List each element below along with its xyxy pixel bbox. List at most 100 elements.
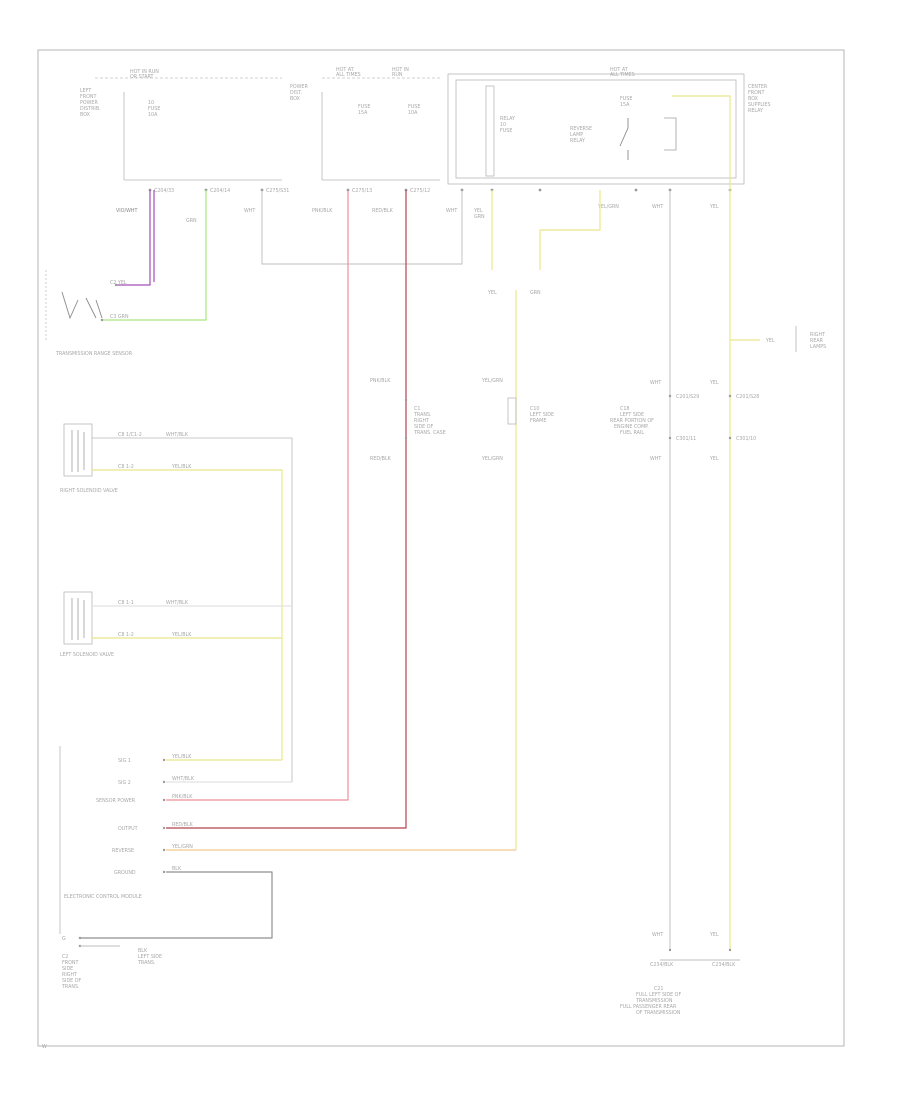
svg-text:C8 1-1: C8 1-1 <box>118 600 134 606</box>
svg-text:WHT/BLK: WHT/BLK <box>166 600 189 606</box>
svg-text:C2: C2 <box>62 954 68 960</box>
svg-text:YEL: YEL <box>487 290 497 296</box>
svg-text:C1: C1 <box>414 406 420 412</box>
svg-text:SUPPLIES: SUPPLIES <box>748 102 771 108</box>
svg-text:HOT AT: HOT AT <box>610 67 628 73</box>
svg-text:WHT: WHT <box>650 456 661 462</box>
svg-text:YEL/GRN: YEL/GRN <box>597 204 619 210</box>
terminal-sig1: SIG 1 <box>118 758 131 764</box>
svg-text:HOT IN RUN: HOT IN RUN <box>130 69 159 75</box>
svg-text:C201/S29: C201/S29 <box>676 394 699 400</box>
wire-violet <box>116 190 151 286</box>
svg-text:C204/14: C204/14 <box>210 188 230 194</box>
svg-text:DIST.: DIST. <box>290 90 302 96</box>
svg-text:C10: C10 <box>530 406 539 412</box>
svg-text:FRONT: FRONT <box>62 960 78 966</box>
svg-text:C18: C18 <box>620 406 629 412</box>
right-middle-module: WHT YEL C201/S29 C201/S28 C18 LEFT SIDE … <box>610 332 826 462</box>
terminal-reverse: REVERSE <box>112 848 134 854</box>
svg-text:FULL PASSENGER REAR: FULL PASSENGER REAR <box>620 1004 677 1010</box>
bottom-right-connector: WHT YEL C234/BLK C234/BLK C21 FULL LEFT … <box>620 932 740 1016</box>
ground-block: G C2 FRONT SIDE RIGHT SIDE OF TRANS. BLK… <box>61 936 162 990</box>
svg-text:C301/10: C301/10 <box>736 436 756 442</box>
svg-text:LAMP: LAMP <box>570 132 583 138</box>
svg-text:YEL: YEL <box>709 932 719 938</box>
terminal-output: OUTPUT <box>118 826 138 832</box>
svg-text:RELAY: RELAY <box>748 108 763 114</box>
svg-text:C204/33: C204/33 <box>154 188 174 194</box>
svg-text:RUN: RUN <box>392 72 403 78</box>
right-solenoid-label: RIGHT SOLENOID VALVE <box>60 488 118 494</box>
svg-text:REVERSE: REVERSE <box>570 126 592 132</box>
module-label: ELECTRONIC CONTROL MODULE <box>64 894 142 900</box>
wire-green <box>102 190 207 321</box>
svg-text:HOT IN: HOT IN <box>392 67 409 73</box>
svg-text:DISTRIB.: DISTRIB. <box>80 106 101 112</box>
svg-text:RED/BLK: RED/BLK <box>372 208 394 214</box>
right-solenoid-valve: C8 1/C1-2 WHT/BLK C8 1-2 YEL/BLK RIGHT S… <box>60 423 293 782</box>
svg-text:C8 1/C1-2: C8 1/C1-2 <box>118 432 142 438</box>
diagram-frame <box>37 49 845 1047</box>
svg-text:15A: 15A <box>358 110 368 116</box>
svg-text:LEFT: LEFT <box>80 88 91 94</box>
svg-text:PNK/BLK: PNK/BLK <box>312 208 333 214</box>
svg-text:POWER: POWER <box>290 84 308 90</box>
svg-text:TRANS.: TRANS. <box>413 412 432 418</box>
svg-text:YEL: YEL <box>765 338 775 344</box>
svg-text:WHT: WHT <box>652 204 663 210</box>
svg-text:SIDE: SIDE <box>62 966 73 972</box>
svg-text:RIGHT: RIGHT <box>414 418 429 424</box>
svg-text:VIO/WHT: VIO/WHT <box>116 208 137 214</box>
svg-text:PNK/BLK: PNK/BLK <box>172 794 193 800</box>
svg-text:REAR PORTION OF: REAR PORTION OF <box>610 418 654 424</box>
svg-text:TRANS.: TRANS. <box>61 984 80 990</box>
top-middle-fuse-box: HOT AT ALL TIMES HOT IN RUN POWER DIST. … <box>290 67 440 181</box>
svg-text:C201/S28: C201/S28 <box>736 394 759 400</box>
svg-text:FUEL RAIL: FUEL RAIL <box>620 430 644 436</box>
svg-text:RIGHT: RIGHT <box>810 332 825 338</box>
svg-text:FUSE: FUSE <box>500 128 512 134</box>
svg-text:BLK: BLK <box>172 866 182 872</box>
svg-text:FUSE: FUSE <box>358 104 370 110</box>
svg-text:HOT AT: HOT AT <box>336 67 354 73</box>
svg-text:YEL/BLK: YEL/BLK <box>171 464 192 470</box>
svg-text:10A: 10A <box>408 110 418 116</box>
module-terminal-lines: YEL/BLK WHT/BLK PNK/BLK RED/BLK YEL/GRN … <box>59 746 292 939</box>
svg-text:TRANS. CASE: TRANS. CASE <box>413 430 446 436</box>
svg-text:TRANSMISSION: TRANSMISSION <box>635 998 673 1004</box>
svg-text:YEL: YEL <box>709 204 719 210</box>
svg-text:RED/BLK: RED/BLK <box>172 822 194 828</box>
svg-text:BOX: BOX <box>290 96 301 102</box>
terminal-ground: GROUND <box>114 870 136 876</box>
svg-text:WHT/BLK: WHT/BLK <box>172 776 195 782</box>
svg-text:GRN: GRN <box>186 218 197 224</box>
wire-pink-sensor-power <box>166 190 349 801</box>
svg-text:ENGINE COMP.: ENGINE COMP. <box>614 424 649 430</box>
svg-text:POWER: POWER <box>80 100 98 106</box>
svg-text:ALL TIMES: ALL TIMES <box>336 72 361 78</box>
svg-text:WHT: WHT <box>244 208 255 214</box>
svg-text:C8 1-2: C8 1-2 <box>118 632 134 638</box>
svg-text:RIGHT: RIGHT <box>62 972 77 978</box>
svg-text:10: 10 <box>500 122 506 128</box>
svg-text:FRONT: FRONT <box>748 90 764 96</box>
left-solenoid-valve: C8 1-1 WHT/BLK C8 1-2 YEL/BLK LEFT SOLEN… <box>60 591 292 658</box>
svg-text:SIDE OF: SIDE OF <box>62 978 81 984</box>
top-right-relay-box: HOT AT ALL TIMES CENTER FRONT BOX SUPPLI… <box>447 67 771 185</box>
svg-text:C275/12: C275/12 <box>410 188 430 194</box>
svg-text:YEL/GRN: YEL/GRN <box>481 456 503 462</box>
wire-red-output <box>166 190 407 829</box>
svg-text:GRN: GRN <box>474 214 485 220</box>
svg-text:C2 YEL: C2 YEL <box>110 280 127 286</box>
svg-text:YEL/GRN: YEL/GRN <box>171 844 193 850</box>
svg-text:10: 10 <box>148 100 154 106</box>
svg-text:LAMPS: LAMPS <box>810 344 826 350</box>
svg-text:OR START: OR START <box>130 74 154 80</box>
top-left-fuse-box: HOT IN RUN OR START LEFT FRONT POWER DIS… <box>80 69 282 181</box>
svg-text:LEFT SIDE: LEFT SIDE <box>138 954 162 960</box>
top-connector-pins: C204/33 C204/14 C275/S31 C275/13 C275/12… <box>116 188 732 224</box>
svg-text:BOX: BOX <box>748 96 759 102</box>
switch-sensor: TRANSMISSION RANGE SENSOR <box>45 270 133 357</box>
